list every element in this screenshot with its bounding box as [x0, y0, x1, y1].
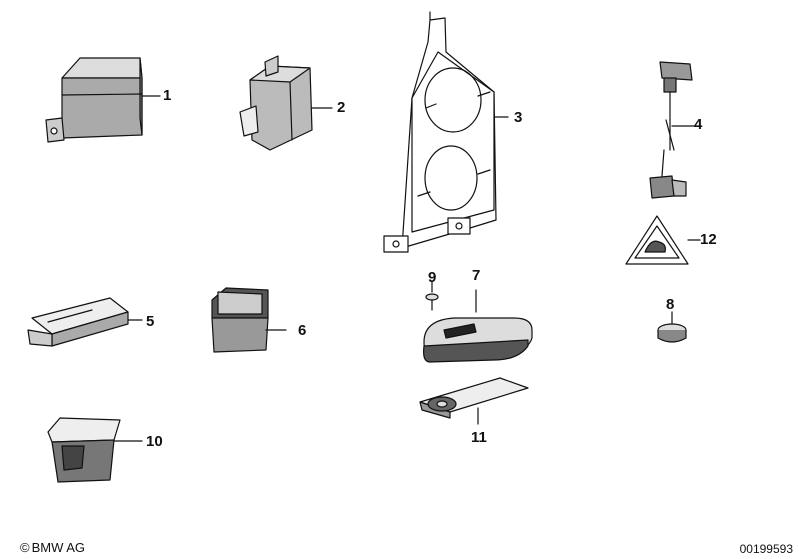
- part-7-remote-key: [423, 289, 533, 363]
- callout-8: 8: [666, 296, 675, 313]
- callout-4: 4: [694, 116, 703, 133]
- callout-5: 5: [146, 313, 155, 330]
- brand-label: BMW AG: [31, 540, 86, 555]
- callout-11: 11: [471, 429, 487, 446]
- part-6-switch: [211, 287, 287, 353]
- callout-3: 3: [514, 109, 523, 126]
- callout-1: 1: [163, 87, 172, 104]
- copyright-icon: ©: [20, 540, 30, 555]
- part-3-bracket: [383, 11, 509, 253]
- part-5-connector: [27, 297, 143, 347]
- callout-6: 6: [298, 322, 307, 339]
- diagram-number: 00199593: [739, 542, 793, 556]
- copyright-notice: © BMW AG: [20, 540, 85, 555]
- part-11-key-insert: [419, 377, 529, 425]
- part-9-screw: [425, 281, 439, 311]
- part-1-control-unit: [45, 57, 161, 143]
- part-12-warning-label: [625, 215, 701, 265]
- callout-12: 12: [700, 231, 717, 248]
- part-10-switch-cover: [47, 417, 143, 483]
- callout-2: 2: [337, 99, 346, 116]
- part-2-module: [239, 55, 333, 151]
- callout-7: 7: [472, 267, 481, 284]
- callout-10: 10: [146, 433, 163, 450]
- part-8-grommet: [657, 311, 687, 343]
- part-4-cable-harness: [649, 61, 701, 199]
- callout-9: 9: [428, 269, 437, 286]
